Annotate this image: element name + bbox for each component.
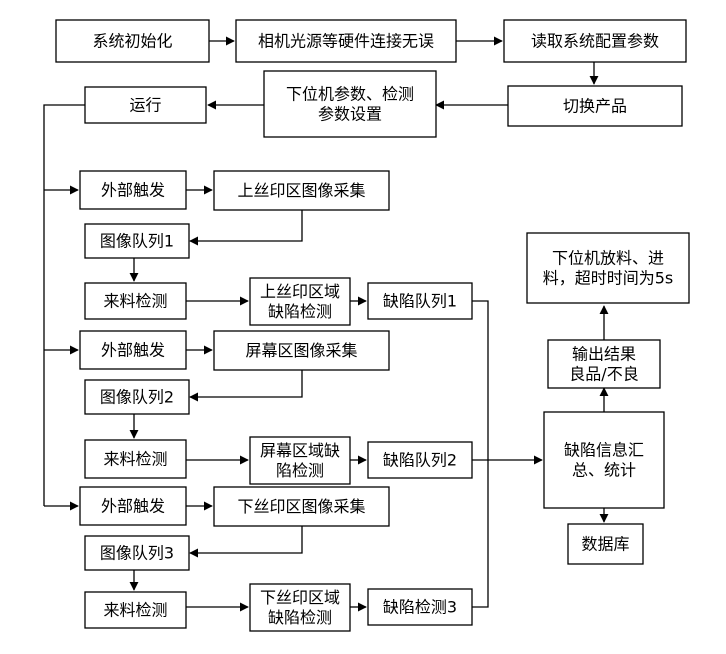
node-label: 缺陷检测: [268, 302, 332, 321]
node-label: 外部触发: [101, 341, 165, 360]
node-acquire-2: 屏幕区图像采集: [213, 330, 390, 371]
node-label: 上丝印区图像采集: [237, 181, 365, 200]
node-label: 来料检测: [103, 450, 167, 469]
node-label: 缺陷队列2: [383, 451, 457, 470]
node-trigger-1: 外部触发: [79, 170, 187, 210]
node-queue-3: 图像队列3: [84, 535, 190, 571]
edge-acq2-queue2: [189, 370, 303, 402]
node-run: 运行: [84, 86, 207, 124]
node-label: 上丝印区域: [260, 282, 340, 301]
node-read-config: 读取系统配置参数: [503, 19, 687, 63]
node-label: 读取系统配置参数: [531, 32, 659, 51]
node-label: 缺陷信息汇: [564, 441, 644, 460]
node-label: 来料检测: [103, 292, 167, 311]
nodes: 系统初始化 相机光源等硬件连接无误 读取系统配置参数 切换产品 下位机参数、检测…: [55, 19, 690, 632]
node-label: 屏幕区图像采集: [245, 341, 357, 360]
node-init: 系统初始化: [55, 19, 210, 63]
node-defect-check-3: 缺陷检测3: [367, 588, 473, 626]
edges: [43, 36, 609, 612]
node-label: 缺陷检测: [268, 608, 332, 627]
node-label: 输出结果: [572, 345, 636, 364]
node-label: 缺陷队列1: [383, 292, 457, 311]
node-switch-product: 切换产品: [507, 85, 683, 127]
node-acquire-1: 上丝印区图像采集: [213, 170, 390, 211]
node-label: 缺陷检测3: [383, 598, 457, 617]
node-label: 相机光源等硬件连接无误: [258, 32, 434, 51]
node-trigger-2: 外部触发: [79, 330, 187, 370]
node-label: 外部触发: [101, 181, 165, 200]
node-label: 切换产品: [563, 97, 627, 116]
node-hw-check: 相机光源等硬件连接无误: [235, 19, 457, 63]
node-label: 下丝印区图像采集: [237, 497, 365, 516]
edge-acq3-queue3: [189, 526, 303, 558]
node-trigger-3: 外部触发: [79, 486, 187, 526]
node-database: 数据库: [567, 523, 644, 565]
node-label: 下位机参数、检测: [286, 85, 414, 104]
node-label: 屏幕区域缺: [260, 441, 340, 460]
node-feed-check-1: 来料检测: [84, 282, 187, 320]
node-label: 数据库: [581, 535, 629, 554]
node-label: 料，超时时间为5s: [543, 269, 674, 288]
node-label: 外部触发: [101, 497, 165, 516]
edge-acq1-queue1: [189, 210, 303, 246]
node-label: 下位机放料、进: [552, 249, 664, 268]
node-queue-2: 图像队列2: [84, 379, 190, 415]
node-defect-queue-1: 缺陷队列1: [367, 282, 473, 320]
node-label: 系统初始化: [92, 32, 172, 51]
node-feed-check-3: 来料检测: [84, 591, 187, 629]
node-defect-queue-2: 缺陷队列2: [367, 441, 473, 479]
node-label: 运行: [129, 96, 161, 115]
node-label: 总、统计: [572, 461, 636, 480]
node-label: 图像队列2: [100, 388, 174, 407]
node-plc-feed: 下位机放料、进料，超时时间为5s: [526, 232, 690, 304]
node-queue-1: 图像队列1: [84, 223, 190, 259]
node-feed-check-2: 来料检测: [84, 439, 187, 479]
node-label: 良品/不良: [569, 365, 638, 384]
node-label: 来料检测: [103, 601, 167, 620]
node-label: 图像队列3: [100, 544, 174, 563]
edge-run-trunk: [43, 104, 85, 506]
edge-defq1-merge: [472, 300, 489, 608]
node-label: 下丝印区域: [260, 588, 340, 607]
node-label: 参数设置: [318, 105, 382, 124]
node-label: 图像队列1: [100, 232, 174, 251]
node-acquire-3: 下丝印区图像采集: [213, 486, 390, 527]
node-label: 陷检测: [276, 461, 324, 480]
